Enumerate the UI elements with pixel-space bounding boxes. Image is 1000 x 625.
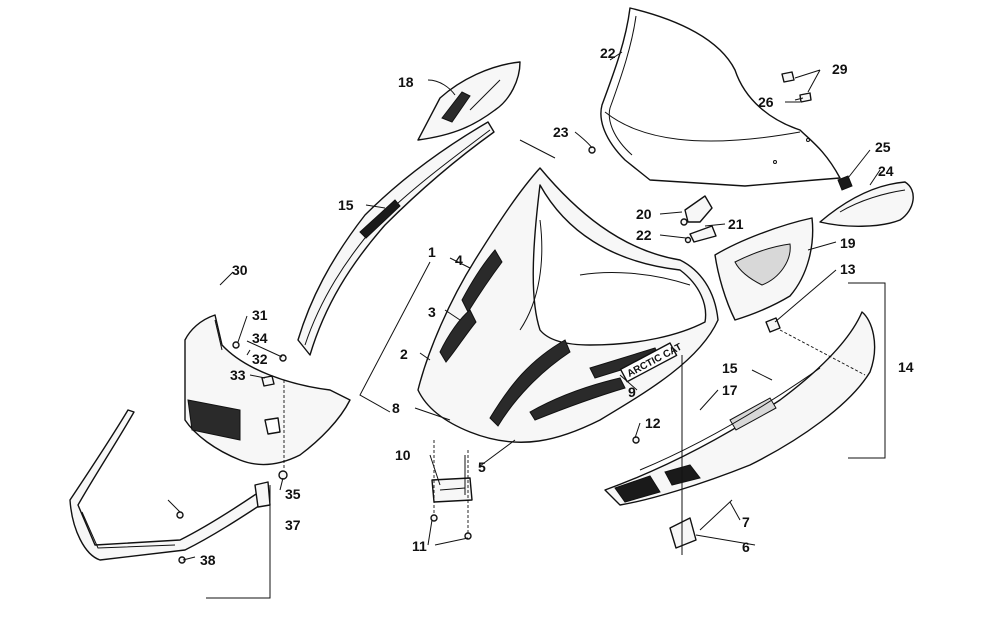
callout-19: 20 [636,206,652,222]
callout-30: 31 [252,307,268,323]
callout-25: 25 [875,139,891,155]
callout-labels: 18 22 29 26 23 25 24 20 21 22 19 13 14 1… [200,45,914,568]
callout-18-right: 19 [840,235,856,251]
hood-hinge [430,477,473,540]
callout-7: 7 [742,514,750,530]
callout-18-top: 18 [398,74,414,90]
callout-5: 5 [478,459,486,475]
callout-8: 8 [392,400,400,416]
callout-37: 38 [200,552,216,568]
hood: ARCTIC CAT [417,167,719,443]
callout-20: 21 [728,216,744,232]
callout-13: 13 [840,261,856,277]
callout-4: 4 [455,252,463,268]
callout-29: 30 [232,262,248,278]
callout-24: 24 [878,163,894,179]
front-bumper [69,409,271,564]
windshield [600,7,841,187]
callout-1: 1 [428,244,436,260]
callout-9: 9 [628,384,636,400]
side-vent-panel-right [714,217,814,321]
lower-brackets [632,436,733,549]
callout-21: 22 [636,227,652,243]
side-trim-left [297,121,495,356]
leader-lines [167,51,886,599]
callout-23: 23 [553,124,569,140]
side-vent-panel-left [417,61,521,141]
callout-10: 10 [395,447,411,463]
callout-14: 14 [898,359,914,375]
callout-12: 12 [645,415,661,431]
callout-17: 17 [722,382,738,398]
windshield-bracket [680,195,717,244]
callout-31: 32 [252,351,268,367]
callout-2: 2 [400,346,408,362]
nose-fascia [184,314,351,480]
callout-35: 37 [285,517,301,533]
callout-33: 34 [252,330,268,346]
callout-3: 3 [428,304,436,320]
callout-22: 22 [600,45,616,61]
callout-11: 11 [412,538,427,554]
callout-26: 26 [758,94,774,110]
callout-34: 35 [285,486,301,502]
windshield-fasteners [588,71,812,154]
callout-6: 6 [742,539,750,555]
callout-15-right: 15 [722,360,738,376]
callout-15-top: 15 [338,197,354,213]
mirror-right [819,175,914,227]
callout-27: 29 [832,61,848,77]
callout-32: 33 [230,367,246,383]
